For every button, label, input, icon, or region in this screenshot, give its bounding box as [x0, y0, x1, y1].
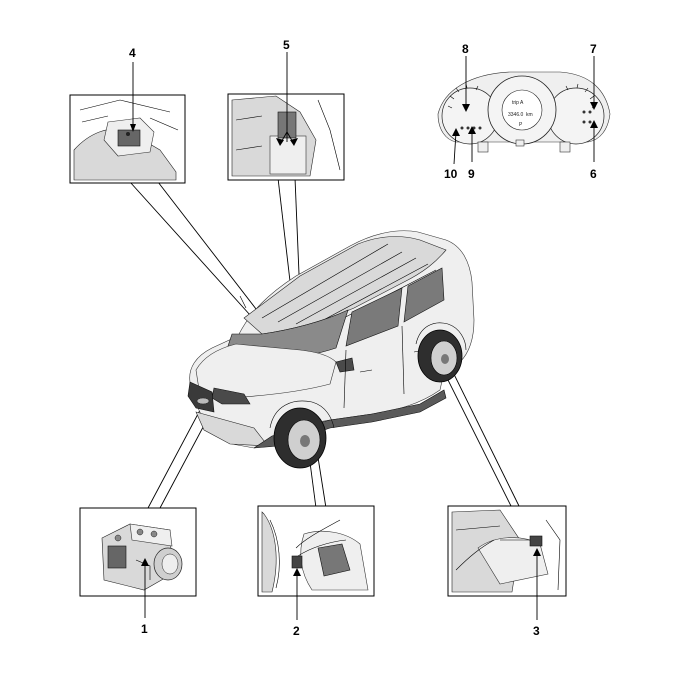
callout-labels: 1 2 3 4 5 6 7 8 9 10 [129, 38, 597, 638]
callout-8: 8 [462, 42, 469, 56]
callout-1: 1 [141, 622, 148, 636]
callout-7: 7 [590, 42, 597, 56]
inset-4-yaw-sensor [69, 62, 186, 184]
vehicle-illustration [187, 230, 475, 469]
cluster-gear-text: P [519, 122, 523, 128]
inset-2-front-wheel-sensor [257, 505, 375, 620]
cluster-odometer-unit: km [526, 112, 533, 118]
callout-9: 9 [468, 167, 475, 181]
callout-3: 3 [533, 624, 540, 638]
cluster-odometer-text: 3346.0 [508, 112, 524, 118]
instrument-cluster: trip A 3346.0 km P [437, 56, 611, 165]
cluster-trip-text: trip A [512, 100, 524, 106]
inset-1-hecu [79, 507, 197, 618]
callout-2: 2 [293, 624, 300, 638]
inset-3-rear-wheel-sensor [447, 505, 567, 620]
callout-10: 10 [444, 167, 458, 181]
callout-5: 5 [283, 38, 290, 52]
callout-6: 6 [590, 167, 597, 181]
callout-4: 4 [129, 46, 136, 60]
inset-5-brake-switch [227, 52, 345, 181]
